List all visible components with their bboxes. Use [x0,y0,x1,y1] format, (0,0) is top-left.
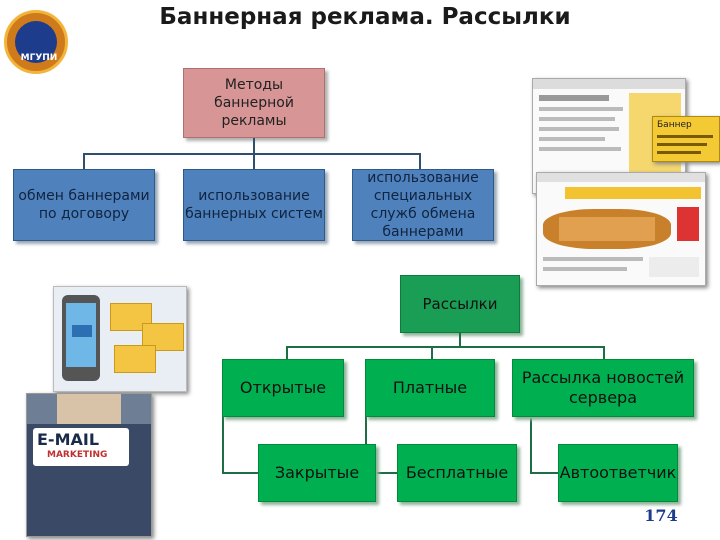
connector [222,385,224,473]
mailing-autoresponder-label: Автоответчик [559,463,677,482]
method-banner-systems: использование баннерных систем [183,169,325,241]
connector [253,138,255,154]
mailing-server-news: Рассылка новостей сервера [512,359,694,417]
banner-callout-label: Баннер [657,120,692,130]
connector [459,333,461,347]
method-exchange-services: использование специальных служб обмена б… [352,169,494,241]
mailing-server-news-label: Рассылка новостей сервера [521,368,685,407]
connector [530,418,532,474]
connector [286,346,288,360]
connector [365,472,397,474]
mailing-paid-label: Платные [392,378,468,397]
university-logo: МГУПИ [4,10,68,74]
mailing-free: Бесплатные [397,444,517,502]
connector [83,153,85,169]
slide-title: Баннерная реклама. Рассылки [159,4,571,30]
email-marketing-image: E-MAIL MARKETING [26,393,152,537]
connector [253,153,255,169]
mailing-closed: Закрытые [258,444,376,502]
email-marketing-line2: MARKETING [47,450,108,460]
banner-ad-callout: Баннер [652,116,720,162]
mailing-autoresponder: Автоответчик [558,444,678,502]
connector [431,346,433,360]
connector [603,346,605,360]
logo-emblem [15,21,57,63]
mailing-open: Открытые [222,359,344,417]
page-number: 174 [644,506,678,525]
website-screenshot-front [536,172,706,286]
mailing-paid: Платные [365,359,495,417]
connector [365,385,367,473]
method-exchange-services-label: использование специальных служб обмена б… [367,170,479,240]
method-contract-exchange: обмен баннерами по договору [13,169,155,241]
connector [419,153,421,169]
method-contract-exchange-label: обмен баннерами по договору [18,188,150,222]
banner-methods-root-label: Методы баннерной рекламы [214,77,294,129]
method-banner-systems-label: использование баннерных систем [185,188,323,222]
email-envelopes-image [53,286,187,392]
mailing-free-label: Бесплатные [405,463,509,482]
logo-text: МГУПИ [20,53,58,63]
banner-methods-root: Методы баннерной рекламы [183,68,325,138]
mailing-closed-label: Закрытые [274,463,360,482]
mailings-root-label: Рассылки [422,295,498,313]
connector [222,472,258,474]
connector [286,346,604,348]
email-marketing-line1: E-MAIL [37,430,100,449]
connector [530,472,558,474]
mailing-open-label: Открытые [239,378,327,397]
connector [83,153,420,155]
mailings-root: Рассылки [400,275,520,333]
